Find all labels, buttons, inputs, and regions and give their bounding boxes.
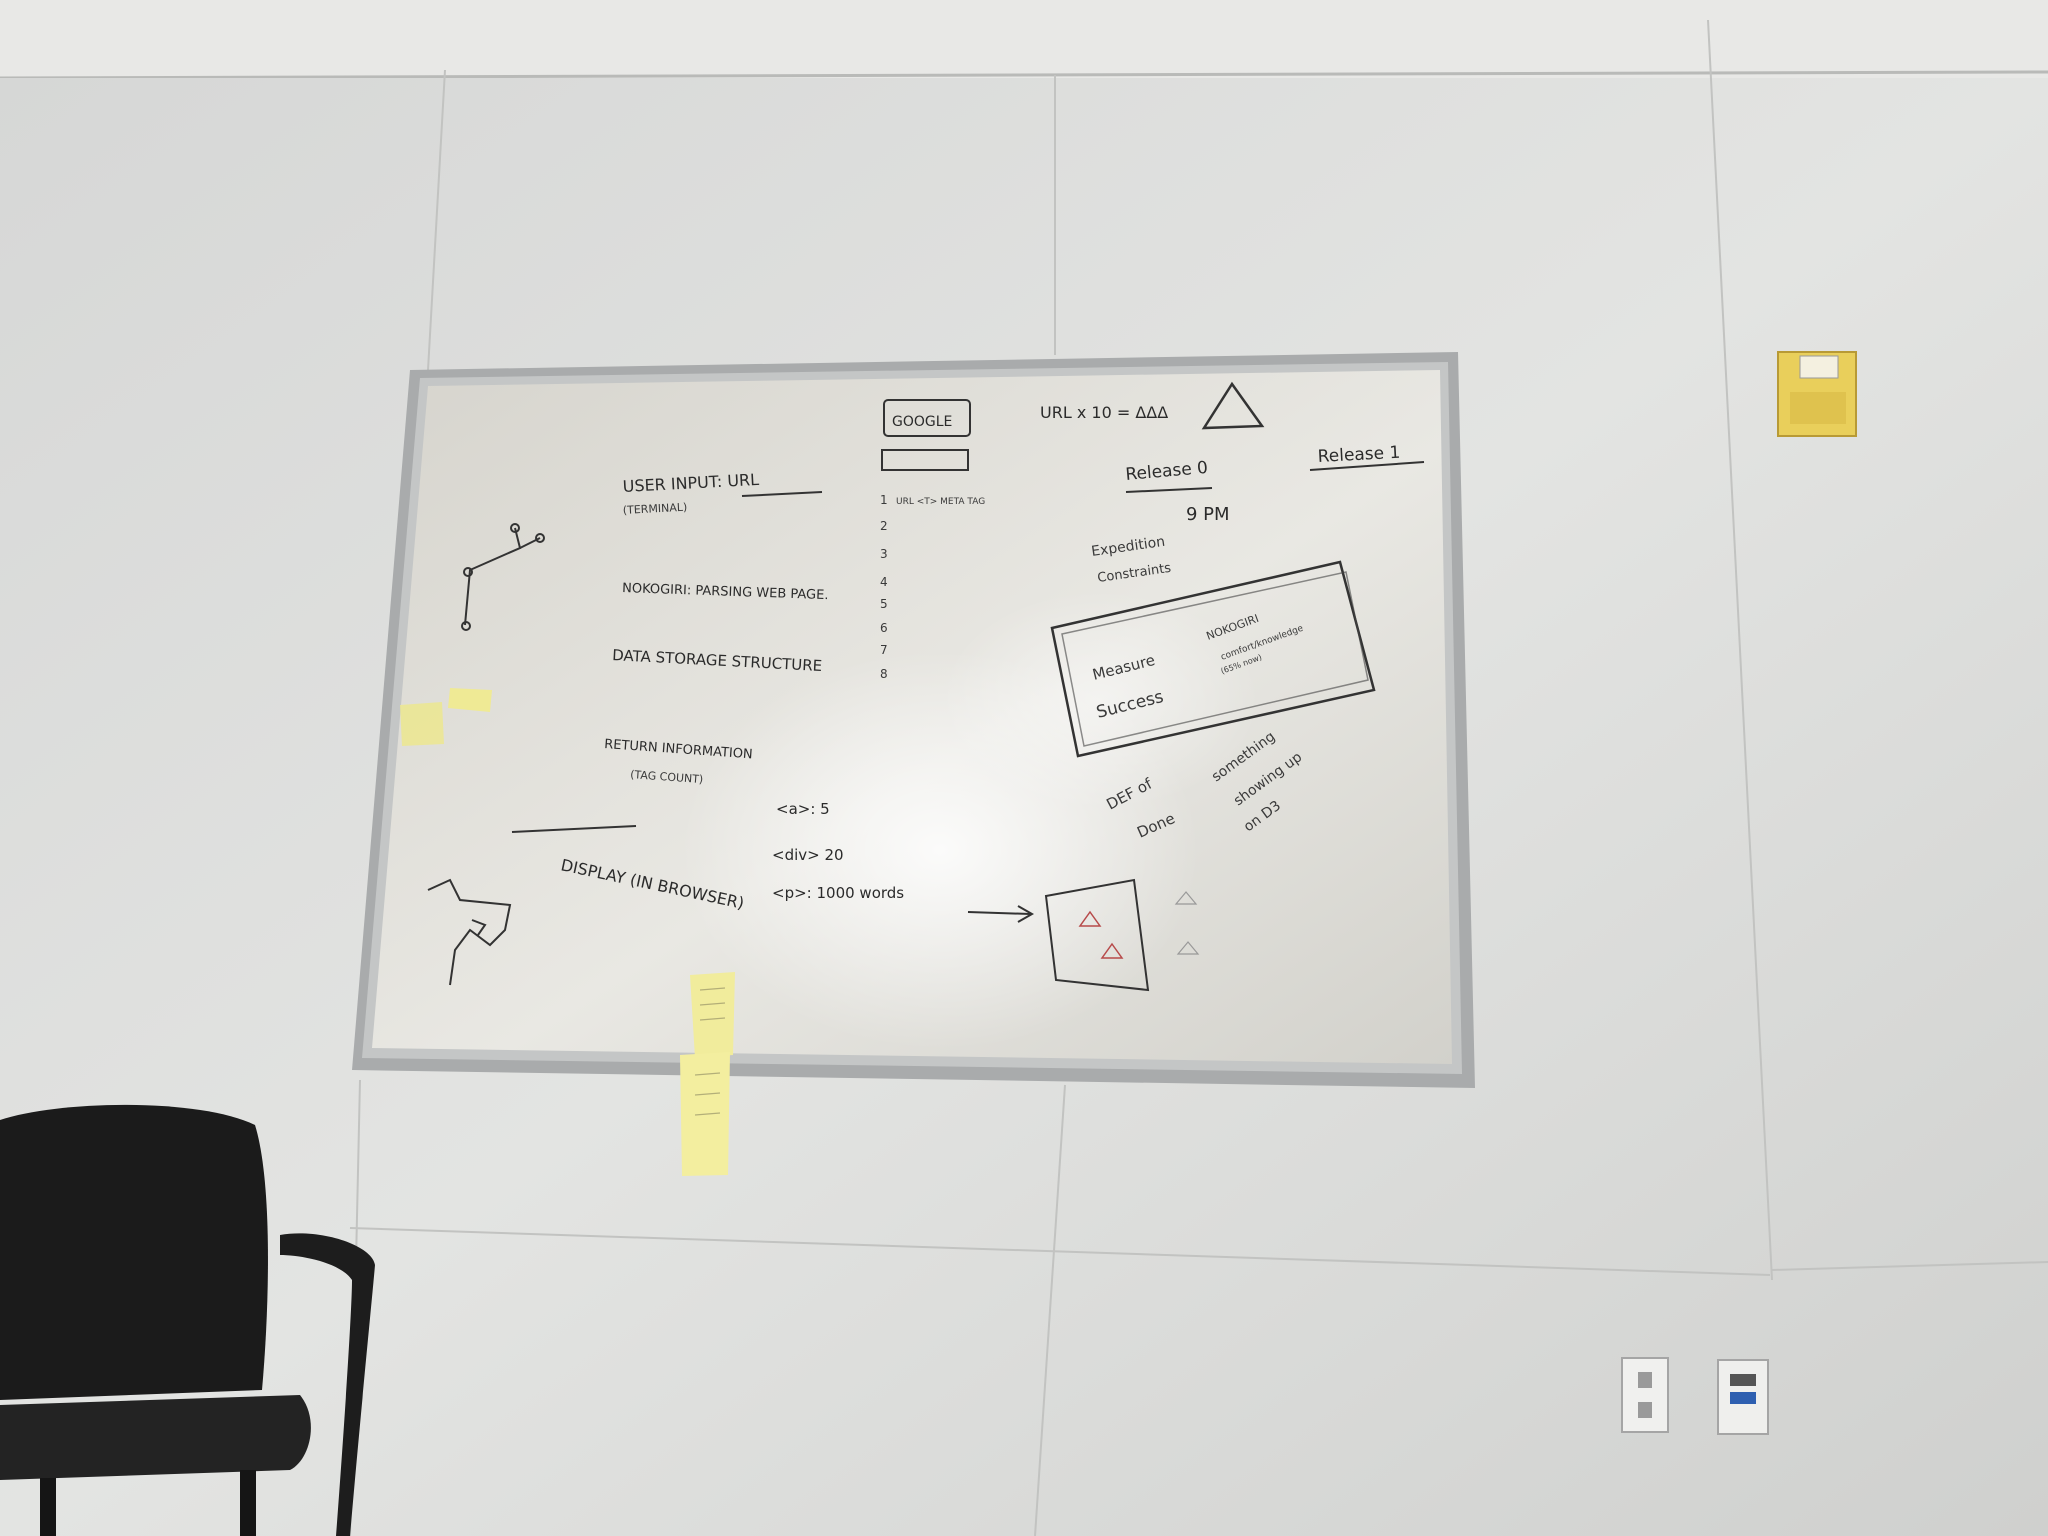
svg-text:1: 1 <box>880 493 888 507</box>
data-jack-icon <box>1717 1359 1769 1435</box>
ceiling <box>0 0 2048 78</box>
stick-figure-doodle <box>461 523 545 631</box>
svg-text:3: 3 <box>880 547 888 561</box>
scribble-doodle <box>427 878 512 986</box>
success-box <box>1050 560 1376 758</box>
formula-text: URL x 10 = ΔΔΔ <box>1040 403 1168 422</box>
google-result-numbers: 1 2 3 4 5 6 7 8 <box>880 493 888 681</box>
sticky-notes <box>400 688 735 1176</box>
google-list-header: URL <T> META TAG <box>896 497 985 507</box>
whiteboard <box>352 352 1475 1088</box>
power-outlet-icon <box>1621 1357 1669 1433</box>
google-mockup: GOOGLE URL <T> META TAG 1 2 3 4 5 6 7 8 <box>880 399 985 681</box>
time-text: 9 PM <box>1186 504 1230 525</box>
svg-text:8: 8 <box>880 667 888 681</box>
google-label: GOOGLE <box>892 414 952 430</box>
tag-count-p: <p>: 1000 words <box>772 884 904 902</box>
svg-text:4: 4 <box>880 575 888 589</box>
tag-count-div: <div> 20 <box>772 846 844 864</box>
fire-alarm-icon <box>1777 351 1857 437</box>
tag-count-list: <a>: 5 <div> 20 <p>: 1000 words <box>772 800 1035 923</box>
release-1-text: Release 1 <box>1317 443 1401 467</box>
tag-count-a: <a>: 5 <box>776 800 830 818</box>
divider-line <box>511 825 637 833</box>
svg-text:2: 2 <box>880 519 888 533</box>
browser-sketch <box>1044 878 1200 992</box>
svg-text:5: 5 <box>880 597 888 611</box>
svg-text:6: 6 <box>880 621 888 635</box>
svg-text:7: 7 <box>880 643 888 657</box>
nokogiri-text: NOKOGIRI: PARSING WEB PAGE. <box>622 581 829 603</box>
triangle-icon <box>1201 381 1265 430</box>
user-input-subtext: (TERMINAL) <box>622 501 687 517</box>
office-chair <box>0 1104 375 1536</box>
return-info-subtext: (TAG COUNT) <box>630 768 704 786</box>
